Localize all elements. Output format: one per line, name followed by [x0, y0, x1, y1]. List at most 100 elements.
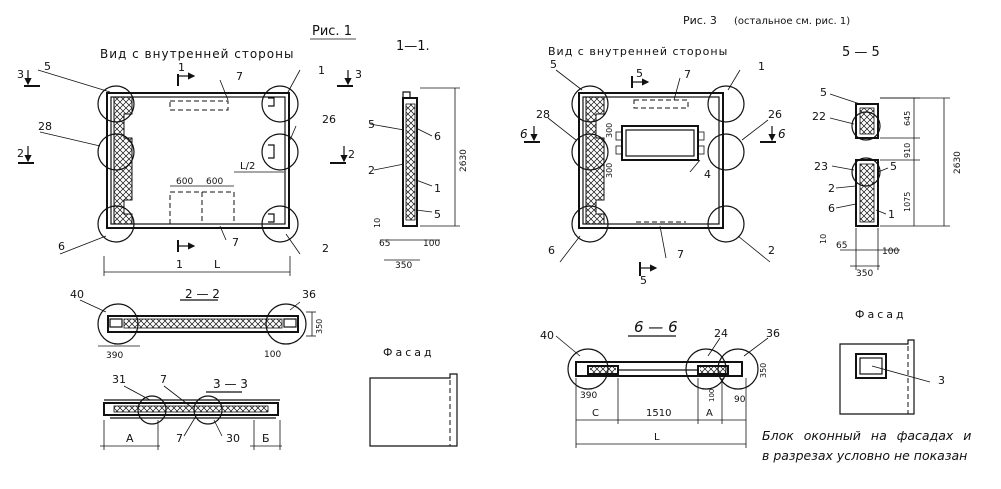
sec66-dim-a: А: [706, 408, 713, 419]
fig1-cut-3-left: 3: [17, 68, 24, 81]
fig3-mark-26: 26: [768, 108, 782, 121]
fig1-node-circle: [97, 133, 135, 171]
fig3-window-opening: [621, 125, 699, 161]
fig1-mark-7b: 7: [232, 236, 239, 249]
fig3-cut-5-top: 5: [636, 67, 643, 80]
fig3-dim-300a: 300: [605, 123, 614, 138]
fig3-note: (остальное см. рис. 1): [734, 16, 850, 27]
fig1-cut-1-top: 1: [178, 61, 185, 74]
fig1-mark-5: 5: [44, 60, 51, 73]
sec55-dim-10: 10: [819, 234, 828, 244]
sec22-dim-350: 350: [315, 319, 324, 334]
fig1-cut-1-bottom: 1: [176, 258, 183, 271]
facade3-window: [855, 353, 887, 379]
section-5-5: 5 — 5 645 910 1075 2630 5 22 23 5 2 6 1: [812, 45, 963, 279]
sec22-dim-390: 390: [106, 351, 123, 361]
sec55-mark-5: 5: [820, 86, 827, 99]
sec55-mark-2: 2: [828, 182, 835, 195]
fig1-mark-6: 6: [58, 240, 65, 253]
sec11-mark-5: 5: [368, 118, 375, 131]
fig1-view-label: Вид с внутренней стороны: [100, 47, 294, 61]
section-1-1: 1—1. 2630 5 6 2 1 5 10 65 100 350: [368, 39, 469, 271]
facade-fig1: Фасад: [369, 346, 458, 447]
sec55-mark-6: 6: [828, 202, 835, 215]
fig3-mark-5: 5: [550, 58, 557, 71]
sec22-title: 2 — 2: [185, 287, 220, 301]
fig3-mark-7a: 7: [684, 68, 691, 81]
fig1-panel-outline: [106, 92, 290, 229]
sec11-mark-5b: 5: [434, 208, 441, 221]
fig3-panel-outline: [578, 92, 724, 229]
sec33-insulation: [113, 405, 269, 413]
fig1-node-circle: [261, 205, 299, 243]
fig1-title: Рис. 1: [312, 24, 352, 39]
fig1-group: Рис. 1 Вид с внутренней стороны 600 600 …: [17, 24, 362, 276]
facade-fig3: Фасад 3: [839, 308, 945, 415]
sec11-insulation: [405, 103, 416, 221]
sec55-dim-2630: 2630: [953, 151, 963, 174]
fig3-group: Рис. 3 (остальное см. рис. 1) Вид с внут…: [520, 14, 850, 287]
sec66-dim-350: 350: [759, 363, 768, 378]
fig1-node-circle: [97, 205, 135, 243]
sec55-dim-1075: 1075: [903, 192, 912, 212]
fig1-node-circle: [261, 133, 299, 171]
fig1-cut-3-right: 3: [355, 68, 362, 81]
fig1-mark-26: 26: [322, 113, 336, 126]
section-2-2: 2 — 2 40 36 350 390 100: [70, 287, 324, 361]
sec33-title: 3 — 3: [213, 377, 248, 391]
fig1-dim-l2: L/2: [240, 161, 255, 172]
sec22-insulation: [123, 318, 283, 329]
sec33-mark-31: 31: [112, 373, 126, 386]
facade3-outline: [839, 339, 915, 415]
fig1-mark-28: 28: [38, 120, 52, 133]
sec66-dim-390: 390: [580, 391, 597, 401]
sec55-mark-22: 22: [812, 110, 826, 123]
fig3-cut-6-right: 6: [778, 127, 786, 141]
fig1-dim-600a: 600: [176, 177, 193, 187]
fig1-mark-2: 2: [322, 242, 329, 255]
sec33-dim-b: Б: [262, 432, 270, 445]
section-3-3: 3 — 3 31 7 7 30 А Б: [100, 373, 282, 450]
sec11-mark-1: 1: [434, 182, 441, 195]
sec55-dim-350: 350: [856, 269, 873, 279]
footnote-line1: Блок оконный на фасадах и: [762, 428, 971, 443]
facade1-title: Фасад: [383, 346, 435, 359]
fig3-dim-300b: 300: [605, 163, 614, 178]
fig3-cut-5-bottom: 5: [640, 274, 647, 287]
fig1-dim-600b: 600: [206, 177, 223, 187]
footnote: Блок оконный на фасадах и в разрезах усл…: [762, 428, 971, 463]
sec55-mark-23: 23: [814, 160, 828, 173]
sec55-dim-65: 65: [836, 241, 847, 251]
facade3-title: Фасад: [855, 308, 907, 321]
sec66-mark-36: 36: [766, 327, 780, 340]
sec55-dim-910: 910: [903, 143, 912, 158]
sec22-mark-40: 40: [70, 288, 84, 301]
fig3-title: Рис. 3: [683, 14, 717, 27]
facade1-outline: [369, 373, 458, 447]
fig3-insulation-left: [585, 96, 605, 225]
sec55-dim-645: 645: [903, 111, 912, 126]
sec66-mark-40: 40: [540, 329, 554, 342]
fig3-mark-28: 28: [536, 108, 550, 121]
sec22-dim-100: 100: [264, 350, 281, 360]
fig3-cut-6-left: 6: [520, 127, 528, 141]
fig1-mark-1: 1: [318, 64, 325, 77]
sec11-dim-350: 350: [395, 261, 412, 271]
sec55-title: 5 — 5: [842, 45, 880, 60]
sec22-mark-36: 36: [302, 288, 316, 301]
fig3-mark-6: 6: [548, 244, 555, 257]
fig1-node-circle: [261, 85, 299, 123]
sec11-mark-2: 2: [368, 164, 375, 177]
sec33-dim-a: А: [126, 432, 134, 445]
fig3-mark-7b: 7: [677, 248, 684, 261]
fig3-mark-4: 4: [704, 168, 711, 181]
sec55-mark-1: 1: [888, 208, 895, 221]
fig1-mark-7a: 7: [236, 70, 243, 83]
sec66-dim-c: С: [592, 408, 599, 419]
sec66-dim-90: 90: [734, 395, 746, 405]
sec66-dim-1510: 1510: [646, 408, 671, 419]
fig1-dim-l: L: [214, 258, 221, 271]
sec11-dim-10: 10: [373, 218, 382, 228]
fig1-cut-2-left: 2: [17, 147, 24, 160]
